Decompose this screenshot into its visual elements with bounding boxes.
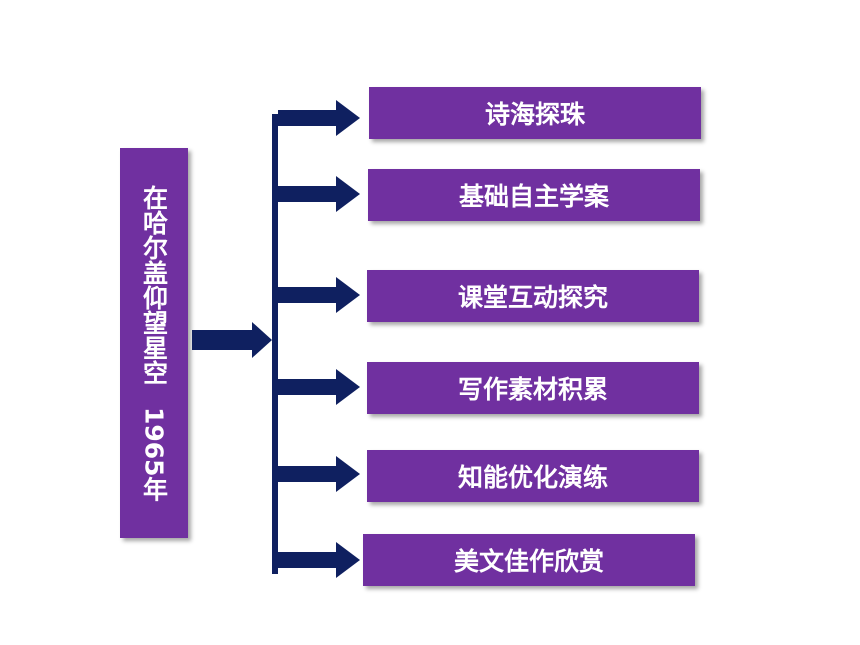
item-box-classroom-inquiry[interactable]: 课堂互动探究 bbox=[367, 270, 699, 322]
main-arrow bbox=[192, 322, 272, 358]
branch-arrow-4 bbox=[278, 456, 360, 492]
branch-arrow-3 bbox=[278, 369, 360, 405]
item-box-practice[interactable]: 知能优化演练 bbox=[367, 450, 699, 502]
title-year-char: 年 bbox=[139, 476, 169, 502]
item-box-essay-appreciation[interactable]: 美文佳作欣赏 bbox=[363, 534, 695, 586]
item-box-poetry[interactable]: 诗海探珠 bbox=[369, 87, 701, 139]
branch-arrow-1 bbox=[278, 176, 360, 212]
item-label: 美文佳作欣赏 bbox=[453, 547, 604, 576]
title-box: 在哈尔盖仰望星空 1965年 bbox=[120, 148, 188, 538]
branch-arrow-2 bbox=[278, 277, 360, 313]
title-year-number: 1965 bbox=[139, 406, 169, 477]
title-year: 1965年 bbox=[140, 407, 169, 502]
title-main-text: 在哈尔盖仰望星空 bbox=[139, 184, 169, 385]
item-label: 课堂互动探究 bbox=[457, 283, 608, 312]
item-label: 基础自主学案 bbox=[458, 182, 609, 211]
branch-arrow-0 bbox=[278, 100, 360, 136]
item-label: 诗海探珠 bbox=[484, 100, 585, 129]
item-box-basic-study[interactable]: 基础自主学案 bbox=[368, 169, 700, 221]
item-label: 写作素材积累 bbox=[457, 375, 608, 404]
item-label: 知能优化演练 bbox=[457, 463, 608, 492]
vertical-bar bbox=[272, 114, 278, 574]
item-box-writing-material[interactable]: 写作素材积累 bbox=[367, 362, 699, 414]
branch-arrow-5 bbox=[278, 542, 360, 578]
